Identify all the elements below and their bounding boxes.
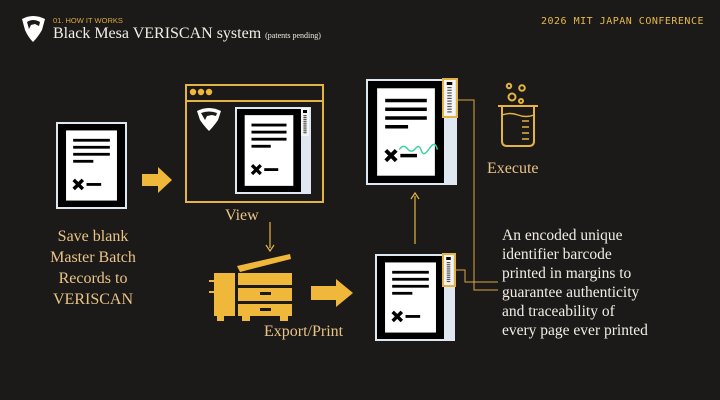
save-line: Master Batch <box>50 249 136 266</box>
conference-label: 2026 MIT JAPAN CONFERENCE <box>540 16 704 27</box>
description-line: An encoded unique <box>502 227 623 244</box>
execute-step-label: Execute <box>487 160 539 177</box>
barcode-icon <box>444 255 453 285</box>
title-text: Black Mesa VERISCAN system <box>53 25 262 42</box>
view-step-label: View <box>225 207 259 224</box>
description-line: identifier barcode <box>502 246 612 263</box>
viewer-window-icon <box>185 84 324 203</box>
x-mark-icon <box>72 178 85 191</box>
signature-line <box>400 153 417 158</box>
signature-line <box>86 183 102 186</box>
barcode-description: An encoded unique identifier barcode pri… <box>502 226 712 340</box>
description-line: and traceability of <box>502 303 615 320</box>
save-line: Records to <box>58 270 128 287</box>
blank-record-document-icon <box>56 122 127 209</box>
save-line: Save blank <box>57 228 129 245</box>
arrow-right-icon <box>142 167 172 193</box>
x-mark-icon <box>250 164 262 176</box>
section-kicker: 01. HOW IT WORKS <box>53 16 123 25</box>
barcode-highlight <box>442 78 458 118</box>
viewed-document-icon <box>235 107 311 194</box>
beaker-icon <box>498 82 538 147</box>
printed-document-icon <box>375 253 456 341</box>
title-note: (patents pending) <box>265 31 321 40</box>
description-line: every page ever printed <box>502 322 648 339</box>
description-line: printed in margins to <box>502 265 632 282</box>
printer-icon <box>209 254 292 321</box>
save-step-label: Save blank Master Batch Records to VERIS… <box>28 226 158 310</box>
x-mark-icon <box>384 149 398 163</box>
save-line: VERISCAN <box>52 291 133 308</box>
black-mesa-logo <box>22 16 45 42</box>
export-step-label: Export/Print <box>264 323 344 340</box>
signature-line <box>405 315 421 318</box>
arrow-down-icon <box>265 222 275 253</box>
signature-icon <box>398 143 439 155</box>
barcode-icon <box>444 80 455 116</box>
barcode-connector <box>455 99 498 291</box>
page-title: Black Mesa VERISCAN system (patents pend… <box>53 25 321 43</box>
barcode-icon <box>301 108 309 136</box>
description-line: guarantee authenticity <box>502 284 640 301</box>
executed-document-icon <box>366 78 458 185</box>
arrow-up-icon <box>410 191 420 244</box>
arrow-right-icon <box>311 279 353 307</box>
signature-line <box>264 168 279 172</box>
x-mark-icon <box>391 310 404 323</box>
